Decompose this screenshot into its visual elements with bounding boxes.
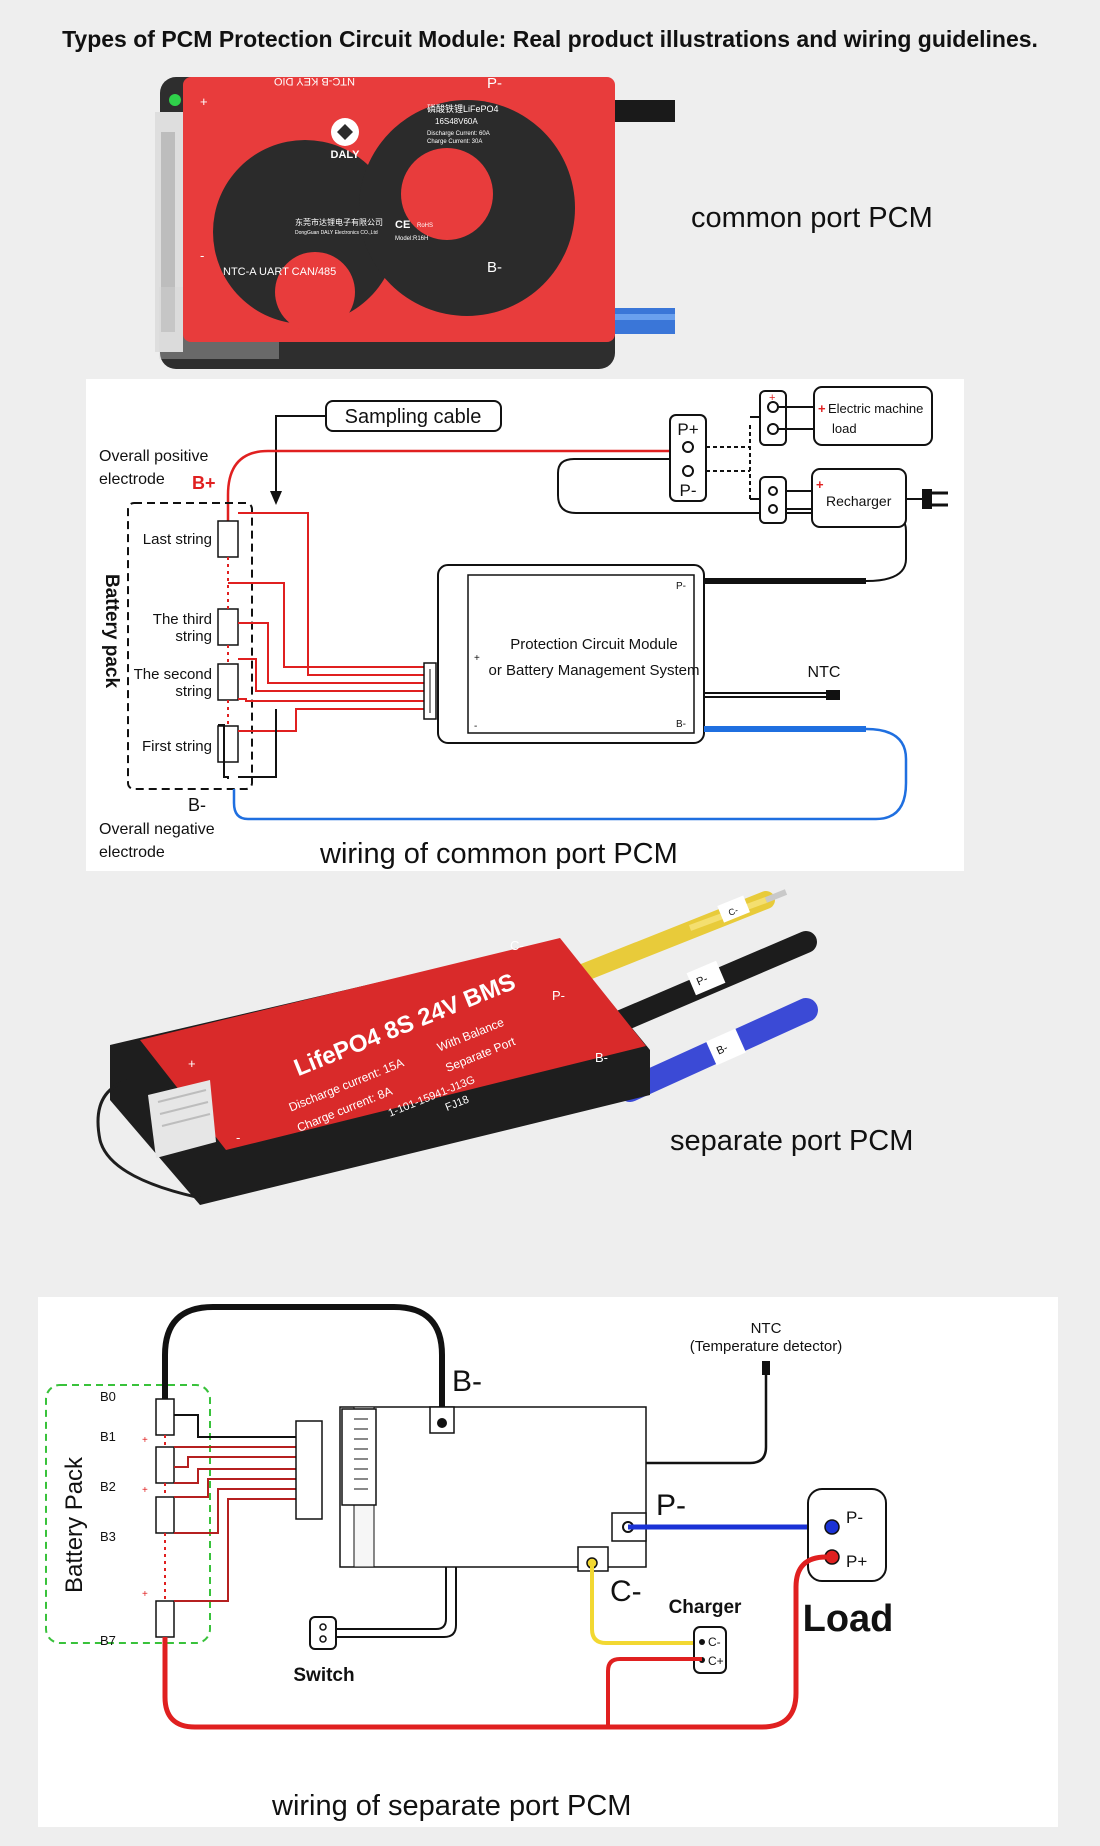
rohs-mark: RoHS [417,223,433,229]
daly-brand: DALY [331,149,361,161]
overall-positive-label-1: Overall positive [99,448,208,465]
top-ports-label: NTC-B KEY DIO [273,75,355,87]
ntc-description: (Temperature detector) [690,1338,843,1355]
third-string-label-2: string [175,628,212,645]
svg-text:+: + [142,1435,148,1446]
b0-label: B0 [100,1389,116,1404]
model-number: Model:R16H [395,236,428,242]
svg-text:+: + [816,477,824,492]
status-led [169,94,181,106]
separate-port-wiring-caption: wiring of separate port PCM [271,1790,631,1822]
charger-label: Charger [669,1597,742,1618]
load-pplus: P+ [846,1552,867,1571]
b1-label: B1 [100,1429,116,1444]
common-port-caption: common port PCM [691,202,933,234]
recharger-label: Recharger [826,493,892,509]
bottom-ports-label: NTC-A UART CAN/485 [223,266,336,278]
pplus-label: P+ [677,420,698,439]
pcm-title-2: or Battery Management System [489,662,700,679]
b7-label: B7 [100,1633,116,1648]
bms-minus-terminal: - [236,1130,240,1145]
pcm-pminus: P- [676,581,686,592]
svg-text:+: + [769,392,775,404]
b3-label: B3 [100,1529,116,1544]
output-terminal-block [669,414,707,502]
cell-b2 [155,1496,175,1534]
bms-cminus-terminal: C- [510,938,524,953]
cell-b0 [155,1398,175,1436]
ntc-label: NTC [751,1320,782,1337]
model-line: 16S48V60A [435,117,478,126]
cell-second [217,663,239,701]
svg-text:+: + [142,1589,148,1600]
bms-bminus-terminal: B- [595,1050,608,1065]
second-string-label-1: The second [134,666,212,683]
cell-first [217,725,239,763]
bplus-label: B+ [192,473,216,493]
separate-port-caption: separate port PCM [670,1125,914,1157]
last-string-label: Last string [143,531,212,548]
overall-negative-label-1: Overall negative [99,821,215,838]
cell-last [217,520,239,558]
pminus-label: P- [656,1489,686,1522]
cell-b7 [155,1600,175,1638]
common-port-wiring-caption: wiring of common port PCM [319,838,678,870]
wire-label-b: B- [715,1042,730,1058]
svg-text:+: + [142,1485,148,1496]
page-title: Types of PCM Protection Circuit Module: … [62,26,1038,52]
bms-plus-terminal: + [188,1056,196,1071]
minus-terminal: - [200,248,204,263]
sampling-cable-label: Sampling cable [345,406,482,428]
bminus-label: B- [452,1365,482,1398]
pcm-board [339,1406,647,1568]
overall-negative-label-2: electrode [99,844,165,861]
ce-mark: CE [395,219,410,231]
electric-machine-label: Electric machine [828,401,923,416]
svg-text:+: + [818,401,826,416]
separate-port-wiring-diagram: Battery Pack B0 B1 B2 B3 B7 + + + B- P- … [38,1297,1058,1827]
load-label: load [832,421,857,436]
bms-pminus-terminal: P- [552,988,565,1003]
battery-pack-label: Battery Pack [61,1456,88,1593]
electric-machine-load-box [813,386,933,446]
cminus-label: C- [610,1575,642,1608]
pcm-bminus: B- [676,719,686,730]
third-string-label-1: The third [153,611,212,628]
charge-current: Charge Current: 30A [427,139,482,145]
switch-block [309,1616,337,1650]
b2-label: B2 [100,1479,116,1494]
battery-pack-label: Battery pack [101,574,122,688]
cell-third [217,608,239,646]
bminus-terminal: B- [487,259,502,276]
pminus-terminal: P- [487,75,502,92]
pcm-minus: - [474,721,477,732]
common-port-wiring-diagram: Sampling cable Overall positive electrod… [86,379,964,871]
load-pminus: P- [846,1508,863,1527]
charger-cminus: C- [708,1635,721,1649]
common-port-pcm-illustration: DALY 磷酸铁锂LiFePO4 16S48V60A Discharge Cur… [155,75,675,369]
bminus-label: B- [188,795,206,815]
first-string-label: First string [142,738,212,755]
switch-label: Switch [293,1665,354,1686]
pcm-plus: + [474,653,480,664]
balance-connector [295,1420,323,1520]
pcm-inner [467,574,695,734]
chinese-name: 磷酸铁锂LiFePO4 [427,103,499,114]
cell-b1 [155,1446,175,1484]
separate-port-pcm-illustration: LifePO4 8S 24V BMS Discharge current: 15… [96,889,818,1205]
discharge-current: Discharge Current: 60A [427,131,490,137]
company-cn: 东莞市达锂电子有限公司 [295,217,383,227]
second-string-label-2: string [175,683,212,700]
company-en: DongGuan DALY Electronics CO.,Ltd [295,230,378,236]
plus-terminal: + [200,94,208,109]
ntc-label: NTC [808,664,841,681]
load-label: Load [803,1598,894,1640]
pcm-title-1: Protection Circuit Module [510,636,678,653]
charger-cplus: C+ [708,1654,724,1668]
overall-positive-label-2: electrode [99,471,165,488]
wire-label-p: P- [695,973,710,988]
pminus-label: P- [680,481,697,500]
battery-pack-box [127,502,253,790]
wire-label-c: C- [727,905,740,918]
